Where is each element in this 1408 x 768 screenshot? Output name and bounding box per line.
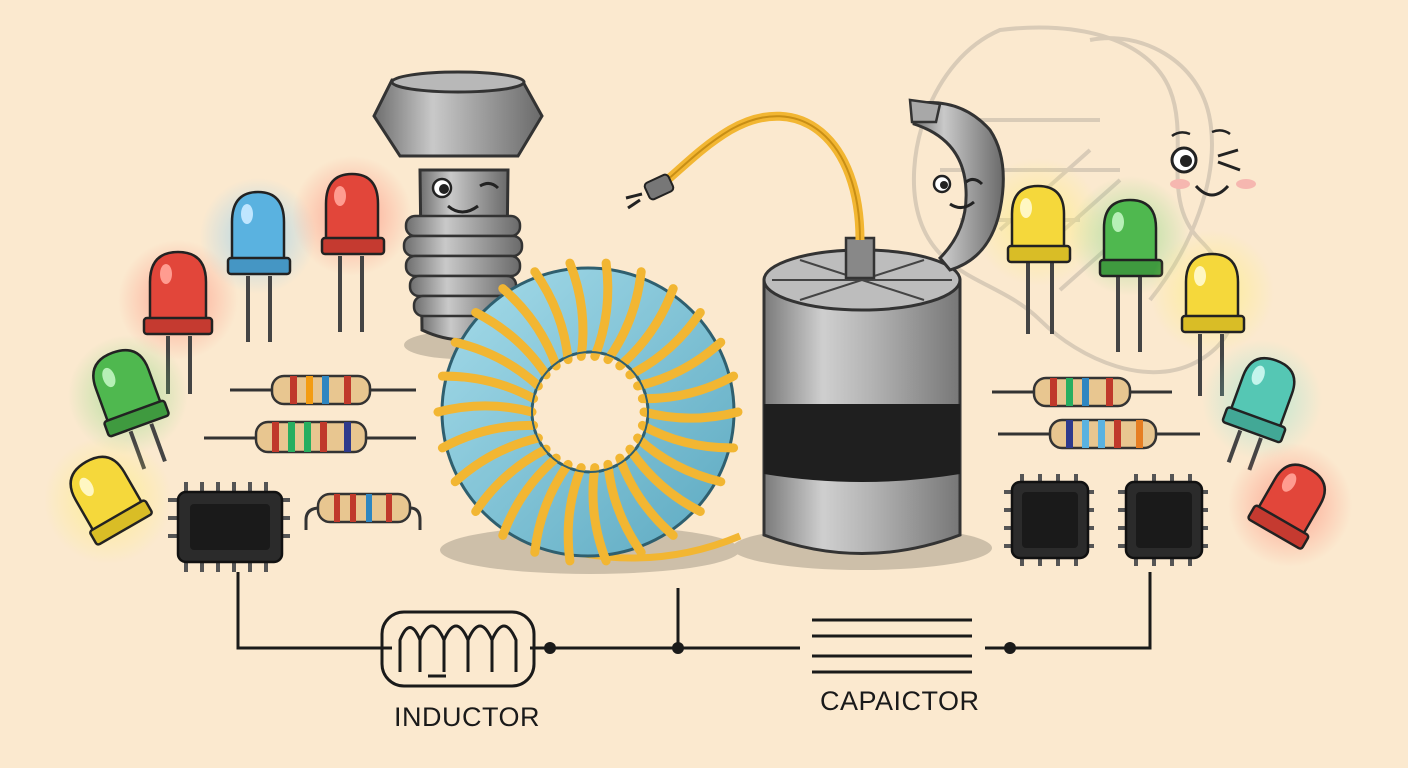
capacitor-can — [625, 111, 992, 570]
led-red — [118, 240, 238, 394]
toroid-winding — [615, 284, 678, 371]
toroid-winding — [498, 453, 561, 540]
floating-face — [1170, 129, 1256, 197]
toroid-winding — [437, 371, 539, 404]
toroid-winding — [450, 433, 543, 487]
ic-chip — [1118, 474, 1208, 566]
led-red — [292, 156, 412, 332]
crescent-character — [908, 98, 1005, 272]
toroid-winding — [563, 463, 586, 566]
toroid-winding — [615, 453, 678, 540]
toroid-winding — [639, 407, 743, 423]
junction-dot — [672, 642, 684, 654]
resistor — [204, 420, 416, 454]
led-red — [1228, 443, 1352, 567]
capacitor-label: CAPAICTOR — [820, 686, 980, 716]
led-yellow — [1150, 230, 1274, 396]
bolt-character — [372, 70, 544, 359]
inductor-label: INDUCTOR — [394, 702, 541, 732]
toroid-winding — [590, 258, 613, 361]
ic-chip — [168, 482, 290, 572]
led-cyan — [1202, 340, 1322, 471]
resistor — [998, 418, 1200, 450]
resistor — [304, 492, 422, 530]
toroid-winding — [565, 258, 588, 361]
toroid-winding — [588, 463, 611, 566]
toroid-winding — [437, 420, 539, 453]
toroid-winding — [637, 420, 739, 453]
toroid-winding — [625, 308, 705, 380]
led-yellow — [44, 436, 172, 564]
led-green — [68, 335, 188, 470]
toroid-winding — [633, 337, 726, 391]
led-blue — [200, 178, 316, 342]
toroid-winding — [603, 267, 646, 365]
led-yellow — [974, 158, 1102, 334]
toroid-winding — [530, 459, 573, 557]
toroid-winding — [603, 459, 646, 557]
inductor-symbol — [380, 610, 536, 688]
toroid-winding — [633, 433, 726, 487]
circuit-wires — [236, 572, 1152, 650]
toroid-winding — [637, 371, 739, 404]
toroid-winding — [433, 401, 537, 417]
resistor — [230, 374, 416, 406]
toroid-winding — [498, 284, 561, 371]
toroid-inductor — [433, 258, 743, 574]
toroid-winding — [471, 308, 551, 380]
toroid-winding — [471, 444, 551, 516]
capacitor-symbol — [812, 618, 972, 674]
toroid-winding — [450, 337, 543, 391]
junction-dot — [1004, 642, 1016, 654]
toroid-winding — [625, 444, 705, 516]
ic-chip — [1004, 474, 1094, 566]
toroid-winding — [530, 267, 573, 365]
resistor — [992, 376, 1172, 408]
junction-dot — [544, 642, 556, 654]
